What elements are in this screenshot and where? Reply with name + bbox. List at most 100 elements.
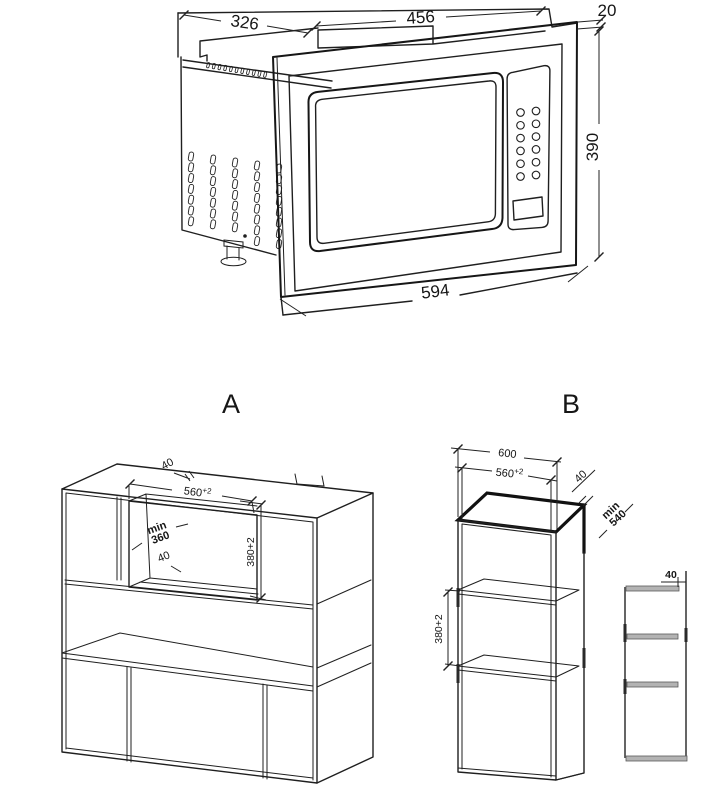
panel-button: [516, 120, 525, 130]
a-front-face: [61, 488, 318, 784]
b-dim-compartment-height: 380+2: [433, 614, 445, 644]
rail-slot: [228, 65, 233, 73]
b-shelf-1: [457, 578, 580, 606]
a-dim-floor-setback-leader: [170, 565, 182, 573]
a-dim-floor-setback: 40: [156, 549, 172, 565]
b-dim-line-560: [454, 466, 558, 532]
vent-slot: [253, 182, 261, 193]
dim-tick: [279, 265, 589, 317]
rail-slot: [217, 64, 222, 71]
vent-slot: [187, 205, 195, 216]
frame-inner: [288, 43, 563, 292]
control-buttons: [516, 106, 541, 181]
side-shelf-top: [625, 585, 680, 592]
panel-button: [516, 108, 525, 117]
dim-width: 594: [420, 280, 450, 302]
rail-slot: [246, 68, 251, 75]
dimension-ticks: [125, 6, 606, 671]
side-section-view: 40: [623, 569, 688, 762]
vent-slot: [187, 183, 195, 194]
a-dim-top-setback: 40: [159, 456, 175, 472]
a-dim-line-560: [128, 483, 255, 514]
trim-frame: [272, 21, 578, 298]
dim-tick: [552, 457, 562, 467]
cabinet-b-carcass: [454, 491, 588, 781]
panel-button: [516, 146, 525, 156]
side-dim-back-gap: 40: [665, 569, 677, 581]
cabinet-b: 600 560+2 40 min540 380+2: [433, 447, 634, 781]
top-cover: [199, 27, 319, 62]
panel-button: [531, 106, 541, 116]
dim-tick: [311, 21, 321, 31]
side-shelf-mid: [626, 633, 679, 640]
cabinet-b-shelves: [457, 578, 585, 781]
panel-button: [516, 159, 525, 169]
a-inner-edges: [65, 492, 314, 781]
b-dim-line-380: [444, 589, 461, 667]
vent-slot: [187, 194, 195, 205]
vent-slot: [231, 157, 239, 168]
dim-tick: [256, 500, 266, 510]
vent-slot: [209, 154, 217, 165]
body-outline: [180, 56, 277, 256]
vent-slot: [253, 192, 261, 203]
a-bottom-dividers: [126, 666, 268, 780]
vent-slot: [253, 214, 261, 225]
side-shelf-low: [626, 681, 679, 688]
vent-slot: [231, 189, 239, 200]
wall-panel: [177, 8, 589, 317]
a-counter-surface: [61, 632, 314, 692]
control-panel: [506, 64, 551, 231]
dim-tick: [125, 479, 135, 489]
a-dim-line-380: [239, 500, 267, 601]
vent-slot: [231, 200, 239, 211]
a-left-column-edge: [116, 496, 122, 581]
cabinet-a-shelves: [61, 579, 372, 780]
dim-line-20: [576, 19, 604, 30]
panel-button: [531, 157, 541, 167]
dim-tick: [536, 6, 546, 16]
dim-tick: [594, 252, 604, 262]
cabinet-a-carcass: [61, 463, 374, 784]
side-dim-line: [661, 577, 686, 587]
a-right-face: [316, 492, 374, 784]
unit-dimensions: 326 456 20 390 594: [183, 1, 617, 303]
frame-outer: [272, 21, 578, 298]
rail-slot: [206, 62, 211, 69]
panel-button: [516, 133, 525, 143]
vent-slot: [253, 236, 261, 247]
rail-slot: [263, 71, 268, 78]
b-shelf-2: [457, 654, 580, 682]
rail-slot: [257, 70, 262, 77]
dim-top-depth: 326: [229, 11, 260, 34]
dim-overhang: 20: [598, 1, 617, 20]
vent-slot: [209, 186, 217, 197]
a-niche-interior: [128, 493, 259, 595]
b-dim-line-600: [450, 447, 562, 529]
a-dim-niche-width: 560+2: [183, 483, 213, 501]
door-window-outer: [307, 71, 504, 253]
vent-slot: [253, 225, 261, 236]
display-window: [512, 196, 544, 221]
b-right-face: [555, 551, 585, 781]
section-label-a: A: [222, 389, 240, 419]
section-label-b: B: [562, 389, 580, 419]
dim-tick: [596, 22, 606, 32]
b-dim-min-depth: min540: [600, 500, 630, 530]
cabinet-a-niche: [128, 493, 259, 601]
dim-tick: [443, 661, 453, 671]
b-dim-overall-width: 600: [498, 447, 518, 461]
a-niche-opening: [128, 500, 258, 601]
vent-slot: [187, 216, 195, 227]
oven-body: [180, 56, 286, 296]
panel-button: [531, 145, 541, 154]
side-dimension-40: 40: [661, 569, 686, 587]
oven-door: [307, 71, 504, 253]
panel-button: [516, 172, 525, 181]
vent-slot: [231, 168, 239, 179]
a-dim-min-depth: min360: [146, 519, 172, 547]
rail-vent-slots: [206, 62, 268, 78]
dim-tick: [453, 444, 463, 454]
